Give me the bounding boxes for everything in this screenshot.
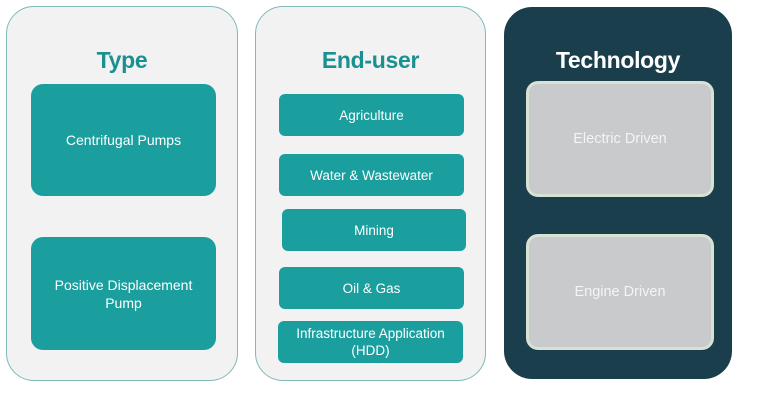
end-user-item-mining: Mining bbox=[282, 209, 466, 251]
end-user-item-water-wastewater: Water & Wastewater bbox=[279, 154, 464, 196]
end-user-panel: End-user Agriculture Water & Wastewater … bbox=[255, 6, 486, 381]
type-panel: Type Centrifugal Pumps Positive Displace… bbox=[6, 6, 238, 381]
technology-panel-title: Technology bbox=[555, 47, 681, 73]
end-user-item-agriculture: Agriculture bbox=[279, 94, 464, 136]
technology-panel: Technology Electric Driven Engine Driven bbox=[504, 7, 732, 379]
type-item-centrifugal-pumps: Centrifugal Pumps bbox=[31, 84, 216, 196]
type-panel-title: Type bbox=[96, 47, 148, 73]
end-user-item-infrastructure-hdd: Infrastructure Application (HDD) bbox=[278, 321, 463, 363]
technology-item-engine-driven: Engine Driven bbox=[526, 234, 714, 350]
type-item-positive-displacement-pump: Positive Displacement Pump bbox=[31, 237, 216, 350]
end-user-item-label: Infrastructure Application (HDD) bbox=[296, 326, 445, 358]
end-user-panel-title: End-user bbox=[321, 47, 420, 73]
type-item-label: Positive Displacement Pump bbox=[54, 276, 193, 311]
technology-item-electric-driven: Electric Driven bbox=[526, 81, 714, 197]
end-user-item-oil-gas: Oil & Gas bbox=[279, 267, 464, 309]
